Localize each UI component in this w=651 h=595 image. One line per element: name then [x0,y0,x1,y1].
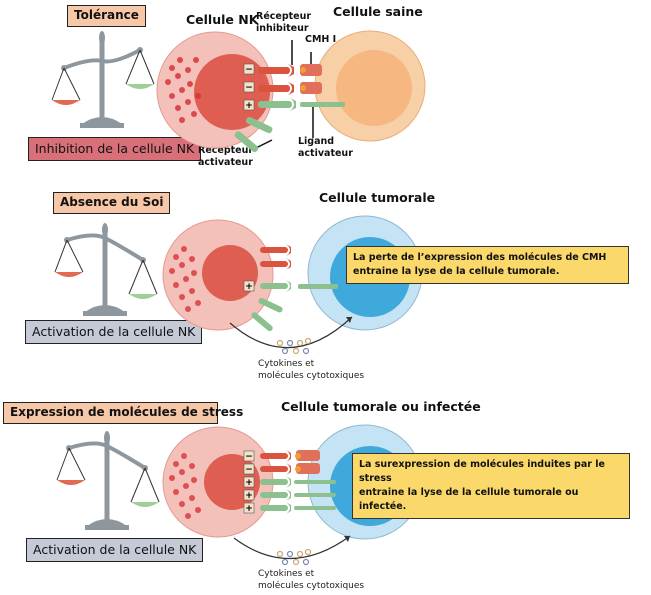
signal-minus: − [245,452,253,462]
nk-cell-nucleus [194,54,270,130]
inhibitory-receptors [258,64,322,95]
signal-minus: − [245,465,253,475]
cytokines-label: Cytokines et molécules cytotoxiques [258,569,365,591]
activating-receptor-label: Récepteur activateur [198,145,254,168]
signal-minus: − [245,83,253,93]
cytokines-label: Cytokines et molécules cytotoxiques [258,359,365,381]
nk-cell-label: Cellule NK [186,12,259,27]
tolerance-cells-diagram: − − + [156,30,426,153]
activating-receptors [234,98,345,153]
balance-scale-icon [56,431,160,530]
status-inhibition: Inhibition de la cellule NK [28,137,202,161]
tumor-infected-cell-label: Cellule tumorale ou infectée [281,399,481,414]
healthy-cell-nucleus [336,50,412,126]
note-stress: La surexpression de molécules induites p… [352,453,630,519]
panel-title-stress: Expression de molécules de stress [3,402,243,424]
status-activation: Activation de la cellule NK [26,538,204,562]
nk-cell-nucleus [202,245,258,301]
mhc-label: CMH I [305,34,337,45]
panel-title-tolerance: Tolérance [67,5,146,27]
inhibitory-receptor-label: Récepteur inhibiteur [256,11,312,34]
balance-scale-icon [54,223,158,316]
healthy-cell-label: Cellule saine [333,4,423,19]
balance-scale-icon [51,31,155,128]
signal-plus: + [245,282,253,292]
stress-cells-diagram: − − + + + [162,424,423,566]
signal-plus: + [245,491,253,501]
tumor-cell-label: Cellule tumorale [319,190,436,205]
signal-plus: + [245,101,253,111]
signal-plus: + [245,504,253,514]
activating-ligand-label: Ligand activateur [298,136,353,159]
panel-title-missing-self: Absence du Soi [53,192,171,214]
note-missing-self: La perte de l’expression des molécules d… [346,246,629,284]
signal-minus: − [245,65,253,75]
status-activation: Activation de la cellule NK [25,320,203,344]
missing-self-cells-diagram: + [162,215,423,355]
signal-plus: + [245,478,253,488]
